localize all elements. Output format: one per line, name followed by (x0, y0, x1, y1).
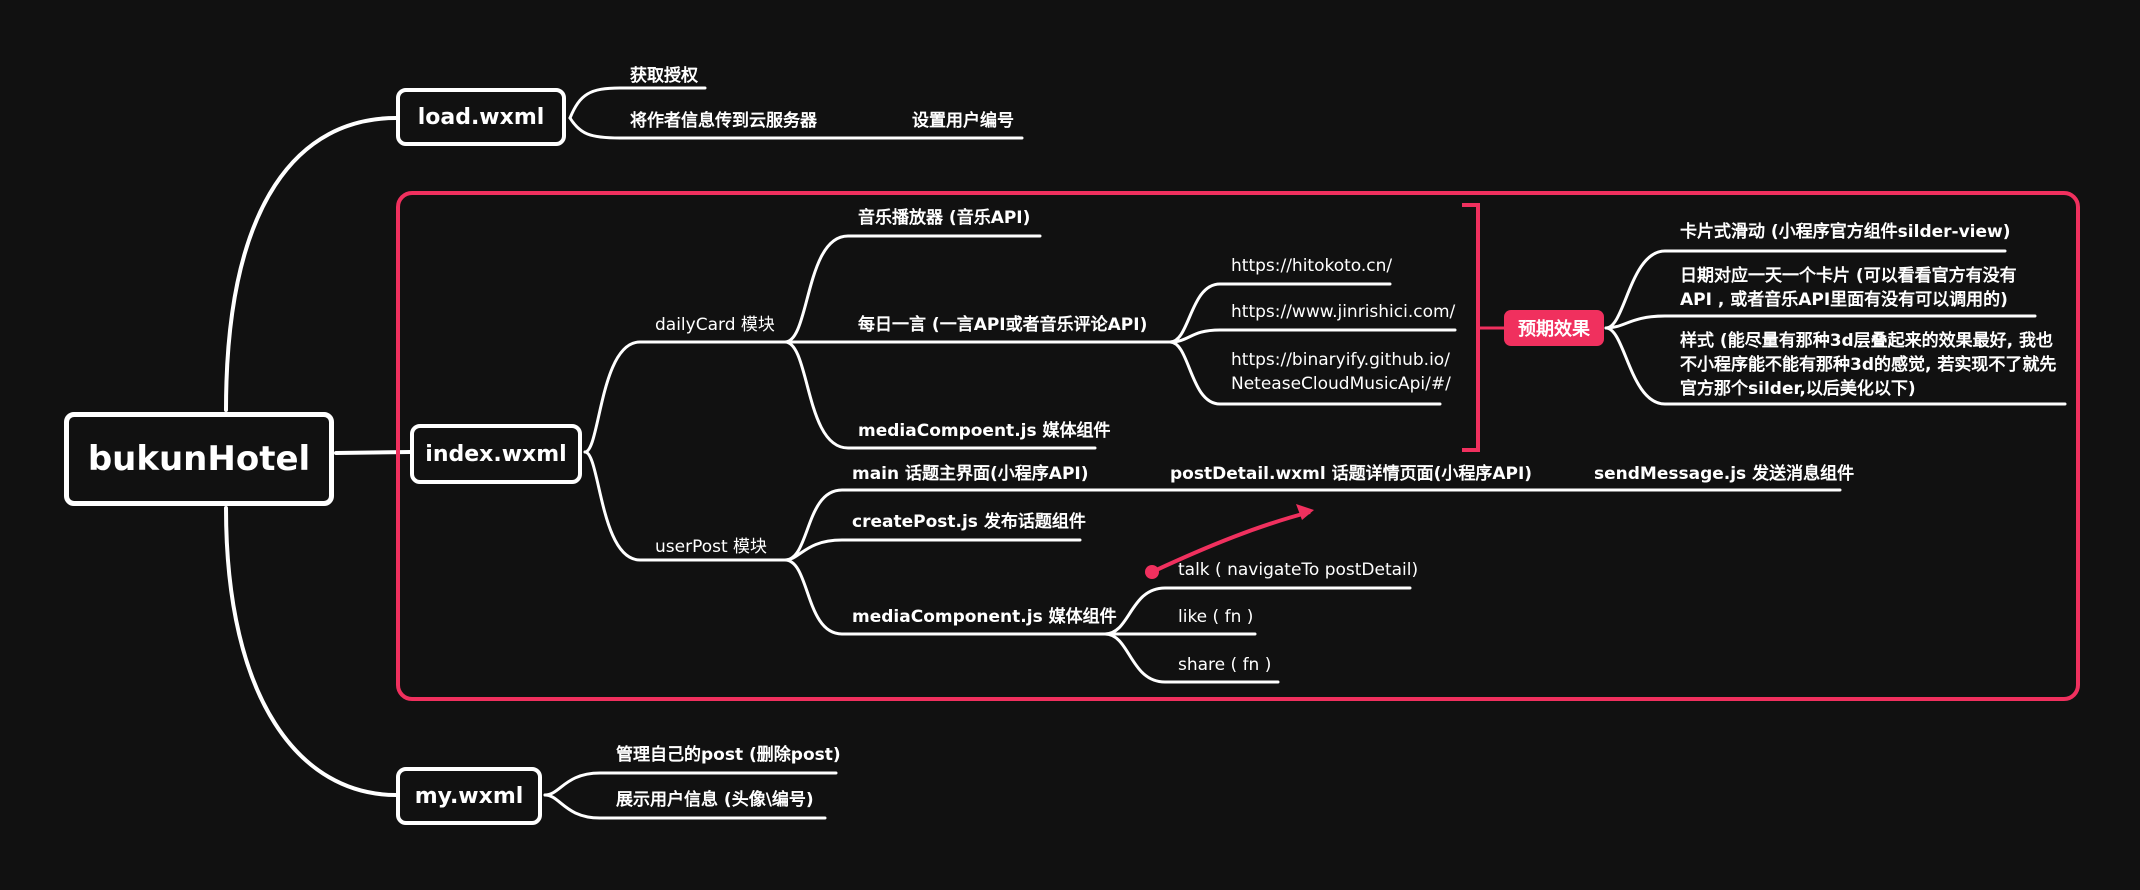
url-netease: https://binaryify.github.io/ NeteaseClou… (1231, 350, 1451, 394)
edge-expect-2 (1604, 314, 2037, 330)
edge-load-auth (568, 86, 707, 120)
action-share: share ( fn ) (1178, 655, 1272, 675)
index-module-frame (396, 191, 2080, 701)
edge-media-share (1103, 632, 1280, 684)
edge-quote-url2 (1168, 328, 1457, 344)
talk-arrow-dot (1145, 565, 1159, 579)
edge-root-my (224, 506, 398, 797)
root-node[interactable]: bukunHotel (64, 412, 334, 506)
post-main: main 话题主界面(小程序API) (852, 464, 1089, 484)
edge-media-talk (1103, 586, 1412, 636)
action-like: like ( fn ) (1178, 607, 1254, 627)
load-set-id: 设置用户编号 (912, 111, 1014, 131)
edge-post-create (783, 538, 1082, 562)
url-hitokoto: https://hitokoto.cn/ (1231, 256, 1393, 276)
edge-index-post (583, 450, 787, 562)
user-post-module: userPost 模块 (655, 537, 768, 557)
edge-load-cloud (568, 116, 840, 140)
edge-my-info (543, 793, 827, 820)
edge-expect-3 (1604, 326, 2067, 406)
daily-music: 音乐播放器 (音乐API) (858, 208, 1031, 228)
index-node[interactable]: index.wxml (410, 424, 582, 484)
expect-style: 样式 (能尽量有那种3d层叠起来的效果最好, 我也不小程序能不能有那种3d的感觉… (1680, 331, 2057, 399)
edge-post-media (783, 558, 1107, 636)
daily-quote: 每日一言 (一言API或者音乐评论API) (858, 315, 1148, 335)
expected-effect-badge: 预期效果 (1504, 310, 1604, 346)
edge-daily-music (783, 234, 1042, 344)
edge-index-daily (583, 340, 787, 454)
post-send-message: sendMessage.js 发送消息组件 (1594, 464, 1855, 484)
load-cloud: 将作者信息传到云服务器 (630, 111, 817, 131)
daily-card-module: dailyCard 模块 (655, 315, 775, 335)
post-create: createPost.js 发布话题组件 (852, 512, 1086, 532)
edge-expect-1 (1604, 249, 2007, 330)
my-node[interactable]: my.wxml (396, 767, 542, 825)
edge-quote-url3 (1168, 340, 1442, 406)
talk-arrow (1151, 510, 1311, 574)
url-jinrishici: https://www.jinrishici.com/ (1231, 302, 1456, 322)
post-detail: postDetail.wxml 话题详情页面(小程序API) (1170, 464, 1533, 484)
edge-root-load (224, 116, 398, 412)
load-auth: 获取授权 (630, 66, 698, 86)
expect-date: 日期对应一天一个卡片 (可以看看官方有没有API , 或者音乐API里面有没有可… (1680, 266, 2017, 310)
action-talk: talk ( navigateTo postDetail) (1178, 560, 1419, 580)
load-node[interactable]: load.wxml (396, 88, 566, 146)
my-user-info: 展示用户信息 (头像\编号) (616, 790, 814, 810)
post-media: mediaComponent.js 媒体组件 (852, 607, 1117, 627)
my-manage-post: 管理自己的post (删除post) (616, 745, 841, 765)
talk-arrow-head (1296, 504, 1314, 520)
edge-quote-url1 (1168, 282, 1392, 344)
daily-media: mediaCompoent.js 媒体组件 (858, 421, 1111, 441)
edge-daily-media (783, 340, 1097, 450)
expect-slide: 卡片式滑动 (小程序官方组件silder-view) (1680, 222, 2011, 242)
